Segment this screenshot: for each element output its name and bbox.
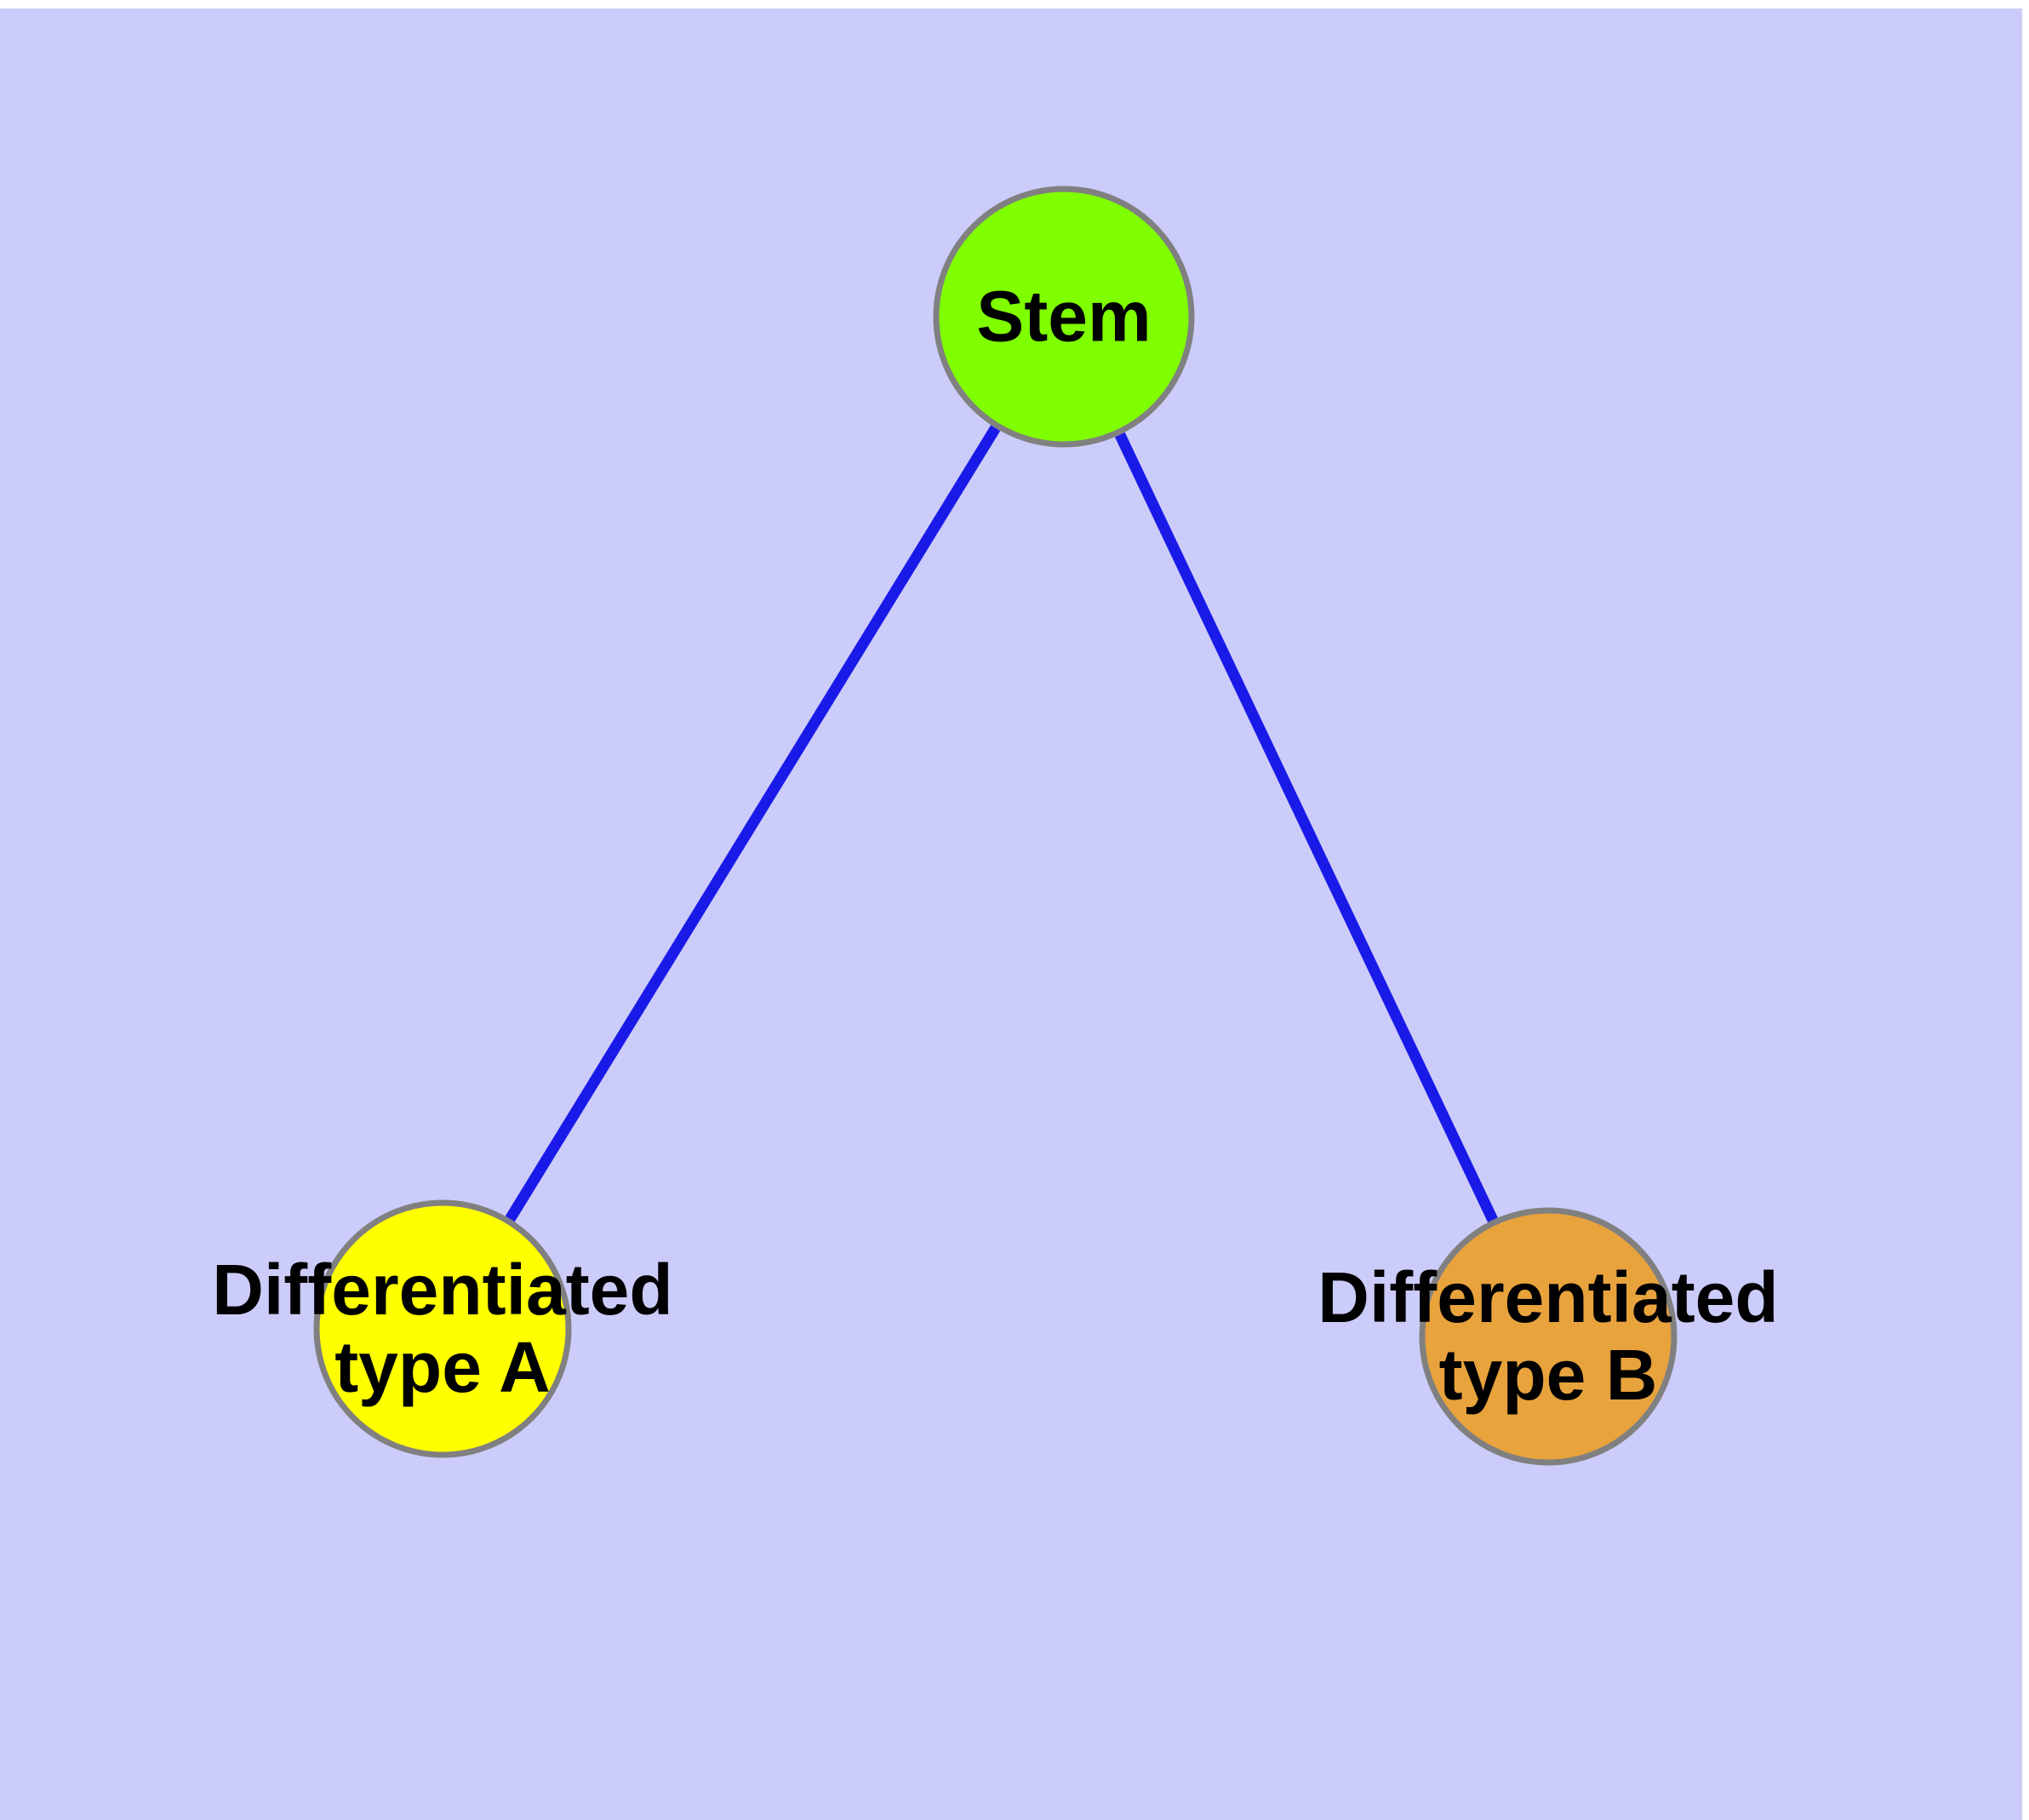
node-label-line: type A xyxy=(334,1327,551,1407)
node-label-stem: Stem xyxy=(976,277,1151,357)
node-label-line: Stem xyxy=(976,277,1151,357)
node-diff-b[interactable] xyxy=(1419,1207,1677,1466)
nodes-layer xyxy=(313,186,1677,1466)
edges-layer xyxy=(505,425,1498,1222)
node-label-line: Differentiated xyxy=(1317,1257,1778,1337)
node-diff-a[interactable] xyxy=(313,1199,572,1458)
node-stem[interactable] xyxy=(933,186,1195,448)
node-label-line: Differentiated xyxy=(212,1250,672,1330)
node-label-line: type B xyxy=(1439,1335,1658,1415)
edge-stem-to-diff-a[interactable] xyxy=(505,425,1001,1222)
edge-stem-to-diff-b[interactable] xyxy=(1114,432,1498,1222)
